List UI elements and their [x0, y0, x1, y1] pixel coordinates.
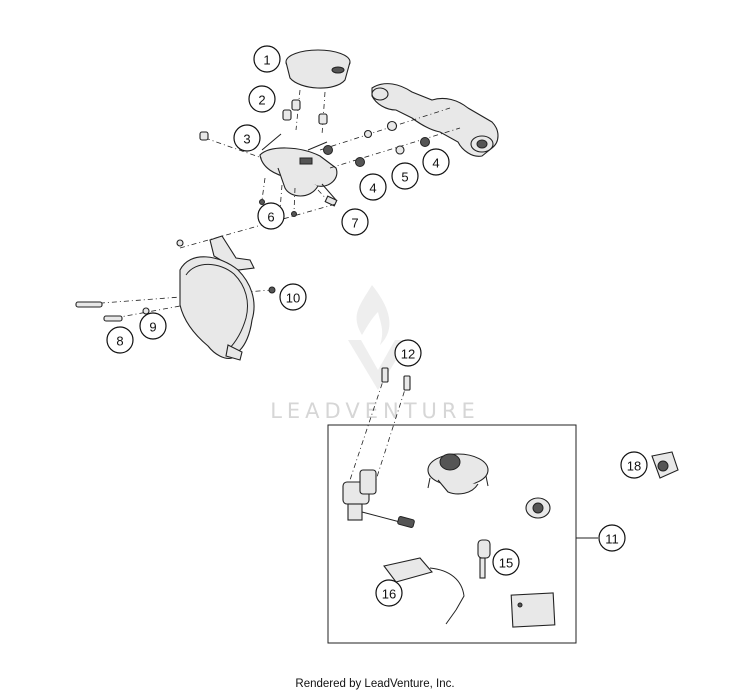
callout-circle — [620, 451, 648, 479]
callout-number: 2 — [258, 93, 265, 108]
ignition-switch — [342, 469, 415, 528]
key-tag — [510, 592, 556, 628]
callout-number: 16 — [382, 587, 396, 602]
callout-number: 11 — [605, 532, 619, 547]
callout-circle — [598, 524, 626, 552]
callout-number: 4 — [432, 156, 439, 171]
callout-circle — [257, 202, 285, 230]
steering-lock-16 — [383, 557, 465, 625]
callout-c18: 18 — [620, 451, 648, 479]
seat-lock — [525, 497, 551, 519]
lock-bracket — [259, 147, 338, 197]
grommets — [319, 107, 461, 169]
watermark-logo — [348, 285, 408, 390]
part-18 — [651, 451, 679, 479]
callout-number: 3 — [243, 132, 250, 147]
callout-number: 10 — [286, 291, 300, 306]
callout-circle — [391, 162, 419, 190]
callout-number: 8 — [116, 334, 123, 349]
callout-number: 5 — [401, 170, 408, 185]
callout-c11: 11 — [598, 524, 626, 552]
callout-number: 18 — [627, 459, 641, 474]
callout-number: 9 — [149, 320, 156, 335]
callout-c1: 1 — [253, 45, 281, 73]
callout-circle — [422, 148, 450, 176]
callout-number: 15 — [499, 556, 513, 571]
callout-number: 4 — [369, 181, 376, 196]
callout-circle — [233, 124, 261, 152]
callout-number: 12 — [401, 347, 415, 362]
callout-number: 6 — [267, 210, 274, 225]
callout-circle — [248, 85, 276, 113]
callout-circle — [279, 283, 307, 311]
headlight-bracket — [179, 235, 255, 361]
callout-circle — [394, 339, 422, 367]
callout-c12: 12 — [394, 339, 422, 367]
callout-c5: 5 — [391, 162, 419, 190]
callout-c9: 9 — [139, 312, 167, 340]
callout-c16: 16 — [375, 579, 403, 607]
callout-c8: 8 — [106, 326, 134, 354]
triple-clamp — [371, 83, 499, 157]
callout-c4a: 4 — [422, 148, 450, 176]
footer-credit: Rendered by LeadVenture, Inc. — [295, 678, 455, 690]
callout-c7: 7 — [341, 208, 369, 236]
fuel-cap — [427, 453, 489, 495]
ignition-cover — [285, 49, 351, 89]
watermark-text: LEADVENTURE — [270, 399, 480, 423]
callout-number: 1 — [263, 53, 270, 68]
bolt-8-assembly — [75, 301, 181, 322]
callout-circle — [106, 326, 134, 354]
nut-10 — [268, 286, 276, 294]
shear-bolts-12 — [349, 367, 411, 481]
callout-c3: 3 — [233, 124, 261, 152]
callout-circle — [139, 312, 167, 340]
callout-c4b: 4 — [359, 173, 387, 201]
callout-number: 7 — [351, 216, 358, 231]
spacer-sleeves — [282, 99, 328, 125]
callout-c6: 6 — [257, 202, 285, 230]
callout-c15: 15 — [492, 548, 520, 576]
bolt-7 — [317, 189, 338, 207]
screw-top — [176, 239, 184, 247]
callout-c2: 2 — [248, 85, 276, 113]
callout-c10: 10 — [279, 283, 307, 311]
callout-circle — [341, 208, 369, 236]
lock-set-box — [327, 424, 577, 644]
callout-circle — [492, 548, 520, 576]
key-15 — [477, 539, 491, 579]
callout-circle — [359, 173, 387, 201]
callout-circle — [375, 579, 403, 607]
callout-circle — [253, 45, 281, 73]
